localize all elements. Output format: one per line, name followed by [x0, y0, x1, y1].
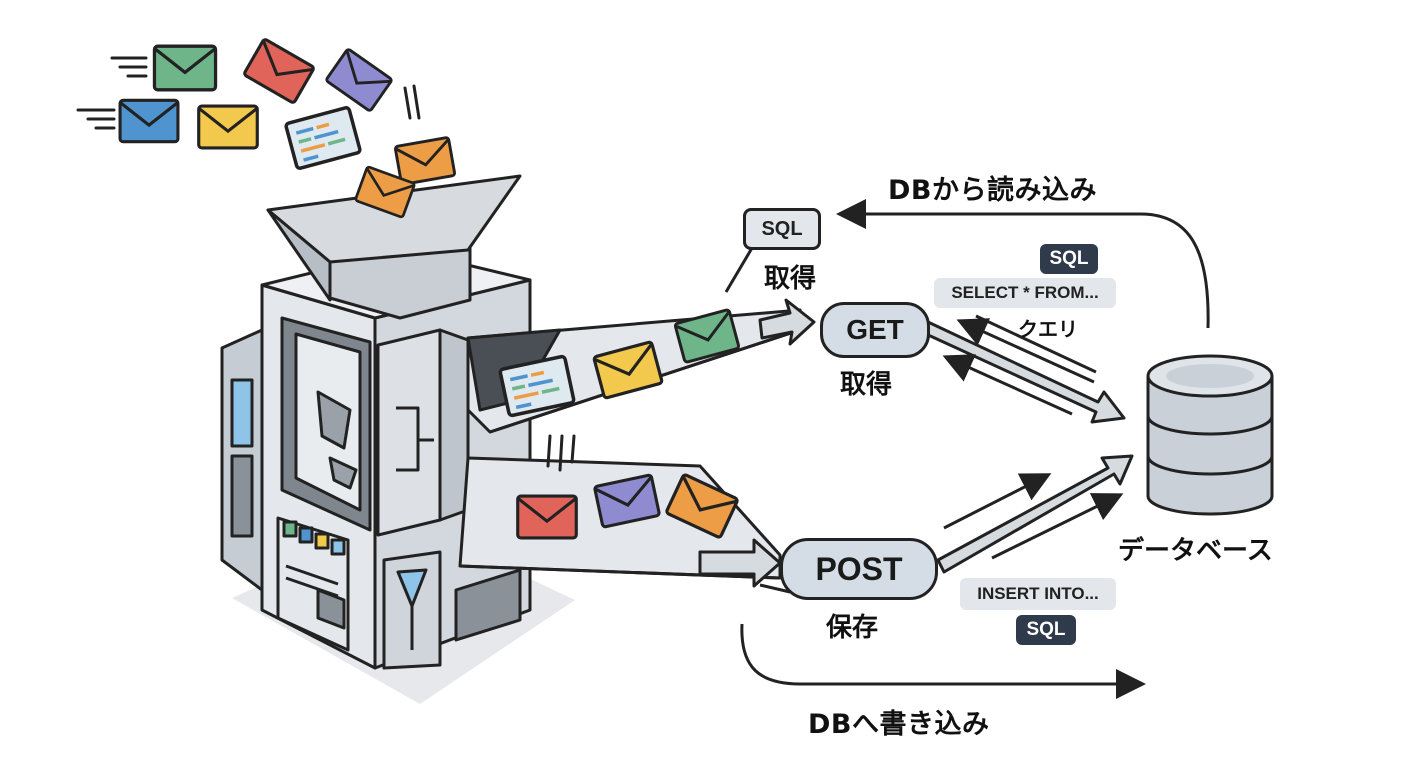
insert-query-text: INSERT INTO...: [960, 578, 1116, 610]
sorting-machine-icon: [220, 174, 532, 670]
post-db-arrows: [936, 454, 1134, 574]
get-caption: 取得: [840, 370, 893, 400]
write-to-db-label: DBへ書き込み: [808, 709, 990, 740]
envelope-icon: [242, 37, 316, 105]
envelope-icon: [152, 44, 218, 92]
write-arrow: [740, 623, 1146, 699]
envelope-icon: [197, 104, 259, 150]
sql-note-pointer: [724, 247, 754, 293]
read-from-db-label: DBから読み込み: [888, 175, 1097, 206]
get-db-arrows: [924, 314, 1126, 424]
post-caption: 保存: [826, 613, 879, 643]
insert-sql-tag: SQL: [1016, 615, 1076, 645]
envelope-icon: [324, 47, 394, 113]
sql-note-caption: 取得: [764, 264, 817, 294]
speed-lines: [76, 56, 576, 472]
arrow-icon: [698, 298, 816, 588]
sql-note-label: SQL: [743, 208, 821, 250]
code-card-icon: [283, 105, 363, 171]
select-sql-tag: SQL: [1040, 244, 1098, 274]
query-caption: クエリ: [1018, 317, 1078, 341]
read-arrow: [836, 199, 1210, 329]
select-query-text: SELECT * FROM...: [934, 278, 1116, 308]
envelope-icon: [516, 494, 578, 540]
envelope-icon: [395, 137, 455, 184]
post-button[interactable]: POST: [780, 538, 938, 600]
envelope-icon: [118, 98, 180, 144]
flying-envelopes: [76, 37, 576, 472]
database-icon: [1146, 354, 1274, 516]
database-caption: データベース: [1118, 536, 1273, 566]
get-button[interactable]: GET: [820, 302, 930, 358]
